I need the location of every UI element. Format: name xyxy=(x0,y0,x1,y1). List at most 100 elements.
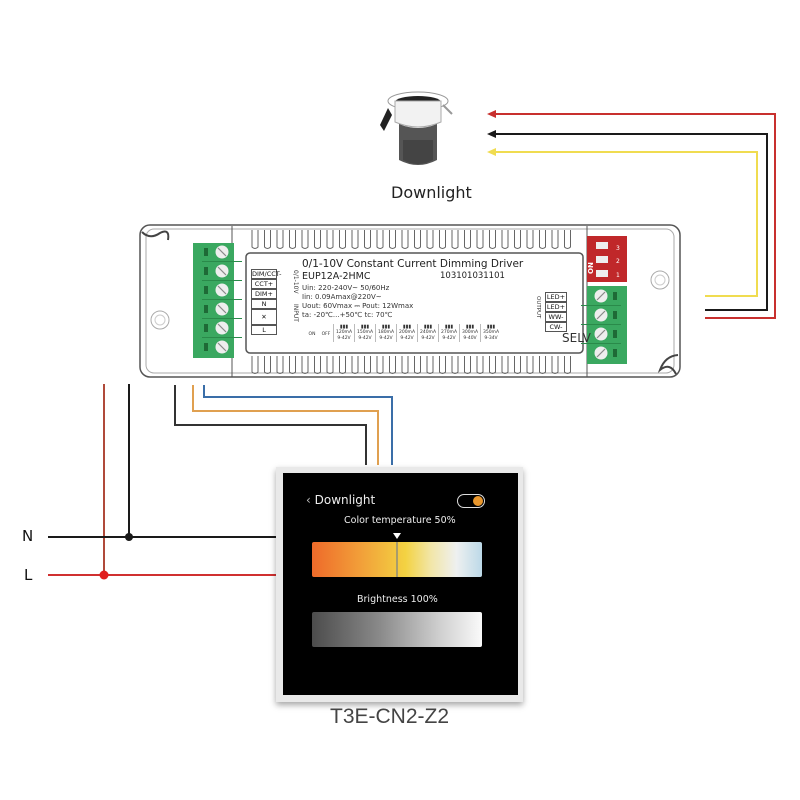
fin xyxy=(514,230,521,249)
driver-spec-temp: ta: -20℃...+50℃ tc: 70℃ xyxy=(302,311,393,319)
toggle-knob xyxy=(473,496,483,506)
fin xyxy=(326,356,334,374)
fin xyxy=(276,356,284,374)
fin xyxy=(426,356,434,374)
fin xyxy=(526,356,534,374)
input-terminal-labels: DIM/CCT- CCT+ DIM+ N ✕ L xyxy=(251,269,282,335)
dip-pattern-icon: ▮▮▮ xyxy=(465,324,475,330)
current-value: 300mA xyxy=(461,330,479,335)
fin xyxy=(314,356,321,374)
terminal-ww-minus: WW- xyxy=(545,312,567,322)
fin xyxy=(376,230,384,249)
fin xyxy=(551,230,559,249)
brightness-slider[interactable] xyxy=(312,612,482,647)
wire-black-dim-cct-minus xyxy=(174,385,367,465)
fin xyxy=(351,230,359,249)
fin xyxy=(301,230,309,249)
dip-pattern-icon: ▮▮▮ xyxy=(444,324,454,330)
fin xyxy=(264,230,271,249)
fin xyxy=(314,230,321,249)
cooling-fins-top xyxy=(251,230,571,249)
screen-title: Downlight xyxy=(314,493,376,507)
dip-pos-2: 2 xyxy=(616,258,620,265)
current-value: 240mA xyxy=(419,330,437,335)
wire-yellow-ww xyxy=(492,151,758,297)
dip-pattern-icon: ▮▮▮ xyxy=(486,324,496,330)
wire-red-led-plus xyxy=(492,113,776,319)
driver-spec-uout: Uout: 60Vmax ⎓ Pout: 12Wmax xyxy=(302,302,414,310)
color-temperature-pointer-icon xyxy=(393,533,401,539)
wire-orange-cct-plus xyxy=(192,385,379,465)
driver-spec-uin: Uin: 220-240V~ 50/60Hz xyxy=(302,284,390,292)
terminal-dim-cct-minus: DIM/CCT- xyxy=(251,269,282,279)
control-wires xyxy=(174,385,393,465)
panel-screen xyxy=(283,473,518,695)
arrow-red xyxy=(487,110,496,118)
terminal-led-plus-1: LED+ xyxy=(545,292,567,302)
mains-wires xyxy=(48,384,278,576)
fin xyxy=(526,230,534,249)
fin xyxy=(489,356,496,374)
fin xyxy=(439,230,446,249)
fin xyxy=(401,356,409,374)
current-value: 350mA xyxy=(482,330,500,335)
brightness-label: Brightness 100% xyxy=(357,594,438,605)
fin xyxy=(401,230,409,249)
arrow-yellow xyxy=(487,148,496,156)
color-temperature-handle[interactable] xyxy=(396,542,398,577)
fin xyxy=(464,230,471,249)
current-value: 180mA xyxy=(377,330,395,335)
dip-pattern-icon: ▮▮▮ xyxy=(381,324,391,330)
dip-pos-1: 1 xyxy=(616,272,620,279)
group-label-dimming: 0/1-10V xyxy=(292,270,299,294)
downlight-caption: Downlight xyxy=(391,183,472,202)
output-terminal-block xyxy=(581,286,627,364)
voltage-range: 9-42V xyxy=(337,336,351,341)
input-terminal-block xyxy=(193,243,242,358)
fin xyxy=(414,356,421,374)
fin xyxy=(464,356,471,374)
terminal-slot xyxy=(204,267,208,275)
power-toggle[interactable] xyxy=(457,494,485,508)
fin xyxy=(564,230,571,249)
terminal-slot xyxy=(613,330,617,338)
dip-switch[interactable]: ON 3 2 1 xyxy=(587,236,627,282)
fin xyxy=(301,356,309,374)
voltage-range: 9-42V xyxy=(358,336,372,341)
dip-pattern-icon: ▮▮▮ xyxy=(360,324,370,330)
selv-label: SELV xyxy=(562,331,591,345)
chevron-left-icon: ‹ xyxy=(306,493,311,507)
fin xyxy=(514,356,521,374)
fin xyxy=(326,230,334,249)
fin xyxy=(501,356,509,374)
live-label: L xyxy=(24,566,33,584)
terminal-dim-plus: DIM+ xyxy=(251,289,277,299)
fin xyxy=(389,230,396,249)
dip-pos-3: 3 xyxy=(616,245,620,252)
group-label-input: INPUT xyxy=(292,304,299,322)
fin xyxy=(289,356,296,374)
terminal-slot xyxy=(613,292,617,300)
dip-pattern-icon: ▮▮▮ xyxy=(339,324,349,330)
dip-pattern-icon: ▮▮▮ xyxy=(402,324,412,330)
fin xyxy=(489,230,496,249)
dip-legend-on: ON xyxy=(308,332,316,337)
downlight-icon xyxy=(380,91,453,165)
fin xyxy=(364,356,371,374)
voltage-range: 9-34V xyxy=(484,336,498,341)
back-button[interactable]: ‹ Downlight xyxy=(306,493,375,507)
terminal-l: L xyxy=(251,325,277,335)
driver-model: EUP12A-2HMC xyxy=(302,271,371,282)
fin xyxy=(564,356,571,374)
cooling-fins-bottom xyxy=(251,356,571,374)
terminal-n: N xyxy=(251,299,277,309)
terminal-slot xyxy=(204,286,208,294)
fin xyxy=(414,230,421,249)
fin xyxy=(439,356,446,374)
fin xyxy=(276,230,284,249)
color-temperature-label: Color temperature 50% xyxy=(344,515,456,526)
